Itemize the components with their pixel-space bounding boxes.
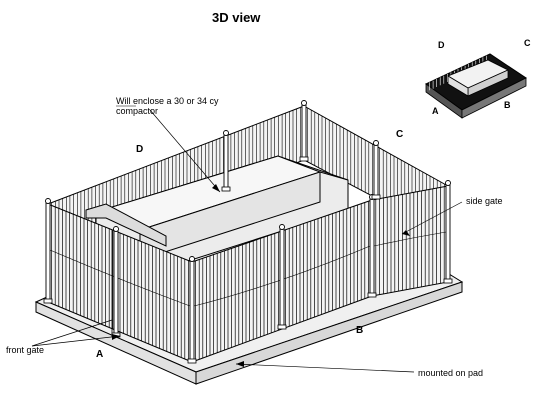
post-cap <box>373 140 379 146</box>
front-gate-label: front gate <box>6 345 44 355</box>
post-foot <box>371 194 381 200</box>
post-foot <box>277 324 287 330</box>
compactor-note-line1: Will enclose a 30 or 34 cy <box>116 96 219 106</box>
leader-arrowheads <box>112 184 410 367</box>
post-cap <box>445 180 451 186</box>
front-wall-a <box>47 203 193 363</box>
side-gate-panel <box>371 185 449 297</box>
post <box>373 142 379 199</box>
post-cap <box>113 226 119 232</box>
post-cap <box>45 198 51 204</box>
view-title: 3D view <box>212 10 261 25</box>
post-cap <box>301 100 307 106</box>
post-foot <box>221 186 231 192</box>
compactor-note-line2: compactor <box>116 106 158 116</box>
post <box>279 226 285 329</box>
side-label-d: D <box>136 144 143 155</box>
post <box>113 228 119 337</box>
thumb-label-d: D <box>438 40 445 50</box>
post-foot <box>367 292 377 298</box>
thumb-label-b: B <box>504 100 511 110</box>
front-chain <box>49 249 191 307</box>
thumb-label-c: C <box>524 38 531 48</box>
post <box>223 132 229 191</box>
post <box>445 182 451 283</box>
post <box>45 200 51 303</box>
post-foot <box>187 358 197 364</box>
thumbnail-view <box>425 53 527 119</box>
post <box>301 102 307 161</box>
post-cap <box>223 130 229 136</box>
post-cap <box>189 256 195 262</box>
thumb-label-a: A <box>432 106 439 116</box>
post-foot <box>43 298 53 304</box>
post-foot <box>299 156 309 162</box>
post <box>369 196 375 297</box>
side-gate-label: side gate <box>466 196 503 206</box>
leader-lines <box>31 109 463 373</box>
side-label-a: A <box>96 349 103 360</box>
post-cap <box>279 224 285 230</box>
side-label-c: C <box>396 129 403 140</box>
side-label-b: B <box>356 325 363 336</box>
mounted-on-pad-label: mounted on pad <box>418 368 483 378</box>
posts <box>43 100 453 364</box>
post <box>189 258 195 363</box>
post-foot <box>443 278 453 284</box>
